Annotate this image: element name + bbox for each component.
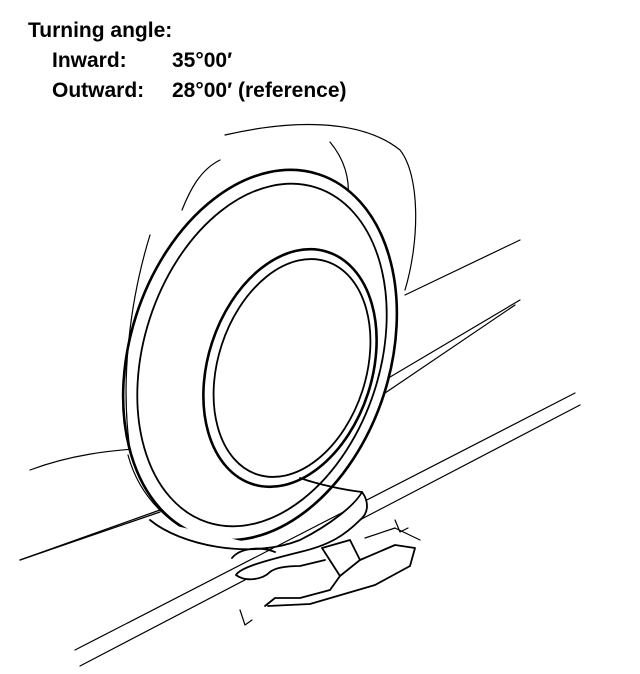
spec-value-inward: 35°00′ [172, 49, 233, 72]
spec-row-inward: Inward: 35°00′ [28, 46, 347, 76]
tire [121, 168, 399, 542]
spec-row-outward: Outward: 28°00′ (reference) [28, 76, 347, 106]
wheel-rim [202, 247, 378, 489]
spec-label-inward: Inward: [52, 49, 127, 72]
turning-radius-gauge [149, 477, 421, 626]
turning-angle-spec: Turning angle: Inward: 35°00′ Outward: 2… [28, 16, 347, 106]
spec-title: Turning angle: [28, 19, 173, 42]
spec-value-outward: 28°00′ (reference) [172, 79, 347, 102]
spec-label-outward: Outward: [52, 79, 145, 102]
